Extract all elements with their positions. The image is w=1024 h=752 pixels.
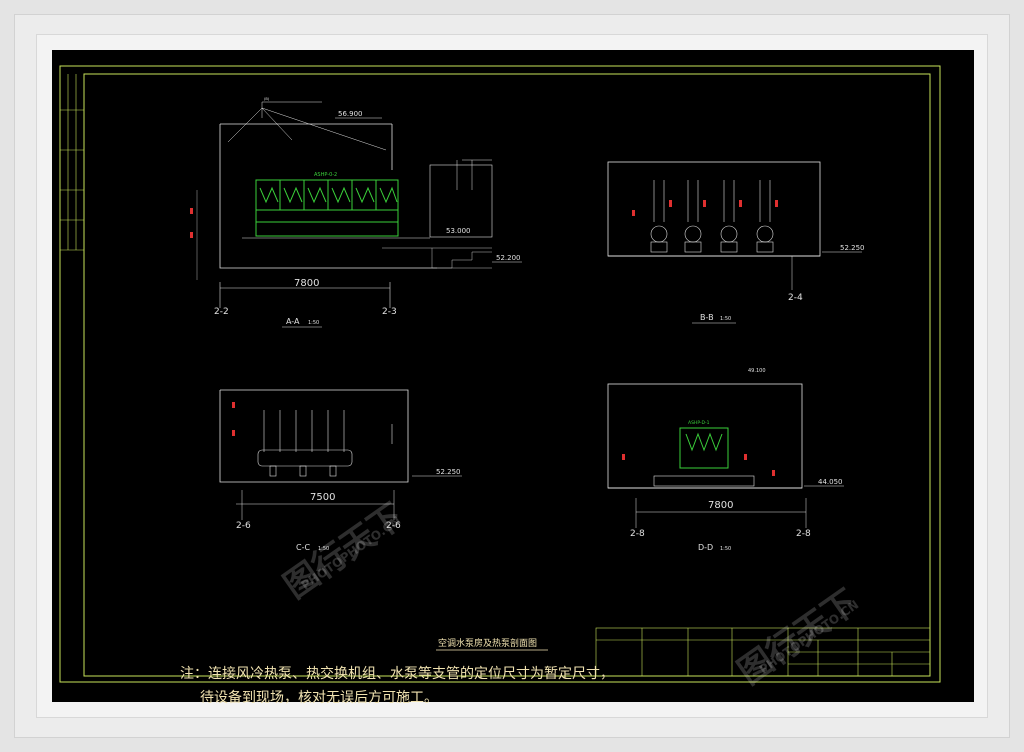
cad-canvas: ASHP-0-2 (B) 56.900 53.000 52.200 bbox=[52, 50, 974, 706]
outer-border bbox=[59, 65, 941, 683]
svg-text:ASHP-D-1: ASHP-D-1 bbox=[688, 420, 710, 426]
svg-text:(B): (B) bbox=[264, 97, 270, 101]
cad-drawing: ASHP-0-2 (B) 56.900 53.000 52.200 bbox=[59, 65, 941, 683]
section-aa: ASHP-0-2 (B) 56.900 53.000 52.200 bbox=[190, 97, 522, 328]
note-line-2: 待设备到现场，核对无误后方可施工。 bbox=[200, 690, 438, 706]
dd-grid-right: 2-8 bbox=[796, 529, 811, 539]
section-dd: ASHP-D-1 49.100 44.050 7800 2-8 2-8 D-D … bbox=[607, 368, 844, 552]
title-block bbox=[595, 627, 931, 677]
aa-elev-mid: 53.000 bbox=[446, 227, 471, 235]
svg-text:ASHP-0-2: ASHP-0-2 bbox=[314, 172, 337, 178]
cc-grid-right: 2-6 bbox=[386, 521, 401, 531]
cc-grid-left: 2-6 bbox=[236, 521, 251, 531]
aa-elev-right: 52.200 bbox=[496, 254, 521, 262]
aa-dimension: 7800 bbox=[294, 278, 319, 289]
dd-scale: 1:50 bbox=[720, 546, 731, 552]
dd-grid-left: 2-8 bbox=[630, 529, 645, 539]
bb-label: B-B bbox=[700, 313, 714, 322]
note-line-1: 注：连接风冷热泵、热交换机组、水泵等支管的定位尺寸为暂定尺寸， bbox=[180, 666, 614, 682]
bb-scale: 1:50 bbox=[720, 316, 731, 322]
cc-dimension: 7500 bbox=[310, 492, 335, 503]
drawing-title: 空调水泵房及热泵剖面图 bbox=[438, 637, 537, 649]
section-cc: 52.250 7500 2-6 2-6 C-C 1:50 bbox=[219, 389, 462, 552]
left-strip bbox=[60, 74, 84, 251]
cc-scale: 1:50 bbox=[318, 546, 329, 552]
aa-grid-right: 2-3 bbox=[382, 307, 397, 317]
cc-elev-right: 52.250 bbox=[436, 468, 461, 476]
inner-border bbox=[83, 73, 931, 677]
dd-elev-top: 49.100 bbox=[748, 368, 766, 374]
aa-elev-top: 56.900 bbox=[338, 110, 363, 118]
aa-scale: 1:50 bbox=[308, 320, 319, 326]
construction-note: 注：连接风冷热泵、热交换机组、水泵等支管的定位尺寸为暂定尺寸， 待设备到现场，核… bbox=[180, 662, 614, 710]
dd-label: D-D bbox=[698, 543, 713, 552]
bb-elev-right: 52.250 bbox=[840, 244, 865, 252]
aa-grid-left: 2-2 bbox=[214, 307, 229, 317]
dd-dimension: 7800 bbox=[708, 500, 733, 511]
bb-grid: 2-4 bbox=[788, 293, 803, 303]
section-bb: 2-4 52.250 B-B 1:50 bbox=[607, 161, 865, 324]
cc-label: C-C bbox=[296, 543, 310, 552]
aa-label: A-A bbox=[286, 317, 300, 326]
dd-elev-right: 44.050 bbox=[818, 478, 843, 486]
